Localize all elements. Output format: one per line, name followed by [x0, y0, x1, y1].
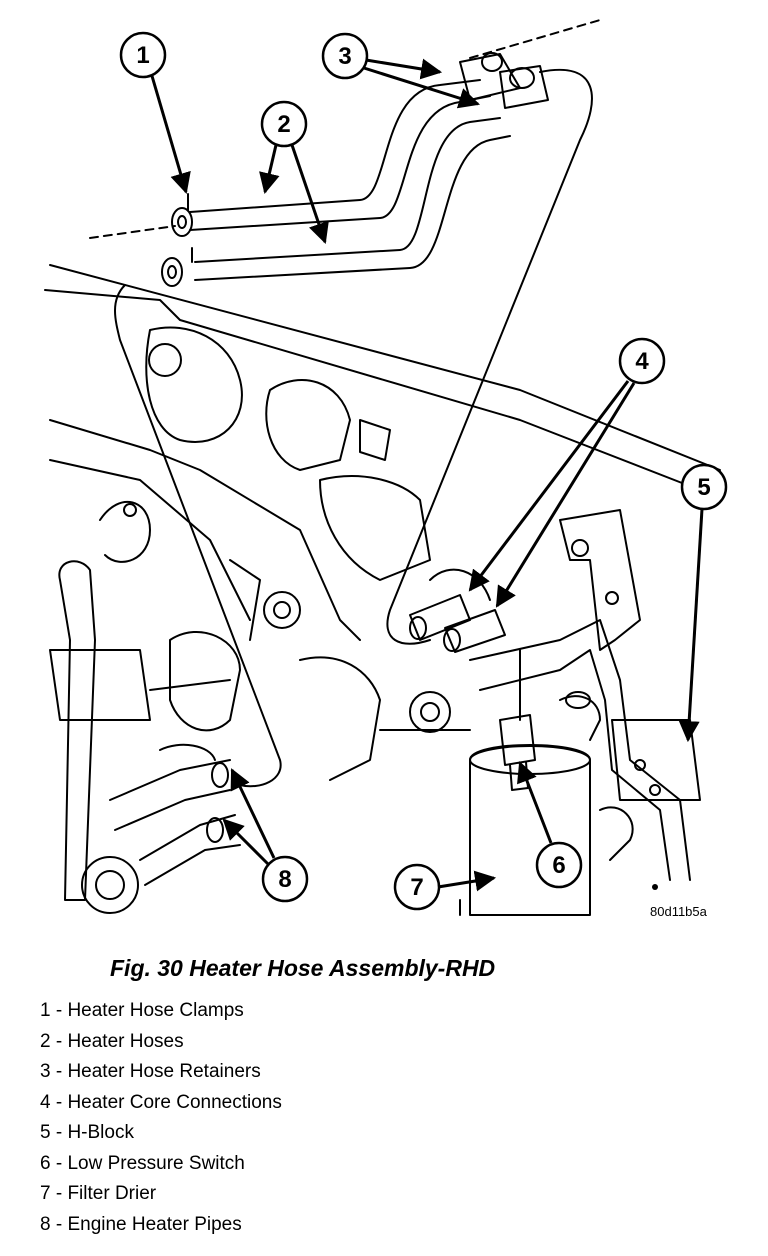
figure-caption: Fig. 30 Heater Hose Assembly-RHD [110, 955, 496, 981]
callout-5-label: 5 [697, 474, 710, 501]
callout-2-label: 2 [277, 111, 290, 138]
callout-7: 7 [393, 863, 441, 911]
callout-2: 2 [260, 100, 308, 148]
leader-arrows [150, 58, 704, 892]
image-code: 80d11b5a [650, 904, 708, 919]
legend-item-8: 8 - Engine Heater Pipes [40, 1213, 242, 1235]
callout-5: 5 [680, 463, 728, 511]
callout-4: 4 [618, 337, 666, 385]
engine-bay-linework [44, 19, 721, 916]
legend-item-2: 2 - Heater Hoses [40, 1030, 184, 1052]
callout-8: 8 [261, 855, 309, 903]
legend-list: 1 - Heater Hose Clamps 2 - Heater Hoses … [40, 996, 282, 1240]
heater-hose-diagram: 1 2 3 4 5 6 7 8 80d [44, 19, 728, 919]
callout-3-label: 3 [338, 43, 351, 70]
callout-4-label: 4 [635, 348, 649, 375]
legend-item-1: 1 - Heater Hose Clamps [40, 1000, 244, 1021]
callout-3: 3 [321, 32, 369, 80]
legend-item-4: 4 - Heater Core Connections [40, 1091, 282, 1113]
legend-item-3: 3 - Heater Hose Retainers [40, 1061, 261, 1082]
callout-6: 6 [535, 841, 583, 889]
callout-1: 1 [119, 31, 167, 79]
callout-6-label: 6 [552, 852, 565, 879]
callout-7-label: 7 [410, 874, 423, 901]
legend-item-6: 6 - Low Pressure Switch [40, 1152, 245, 1174]
legend-item-7: 7 - Filter Drier [40, 1183, 157, 1204]
legend-item-5: 5 - H-Block [40, 1122, 134, 1143]
callout-1-label: 1 [136, 42, 149, 69]
callout-8-label: 8 [278, 866, 291, 893]
